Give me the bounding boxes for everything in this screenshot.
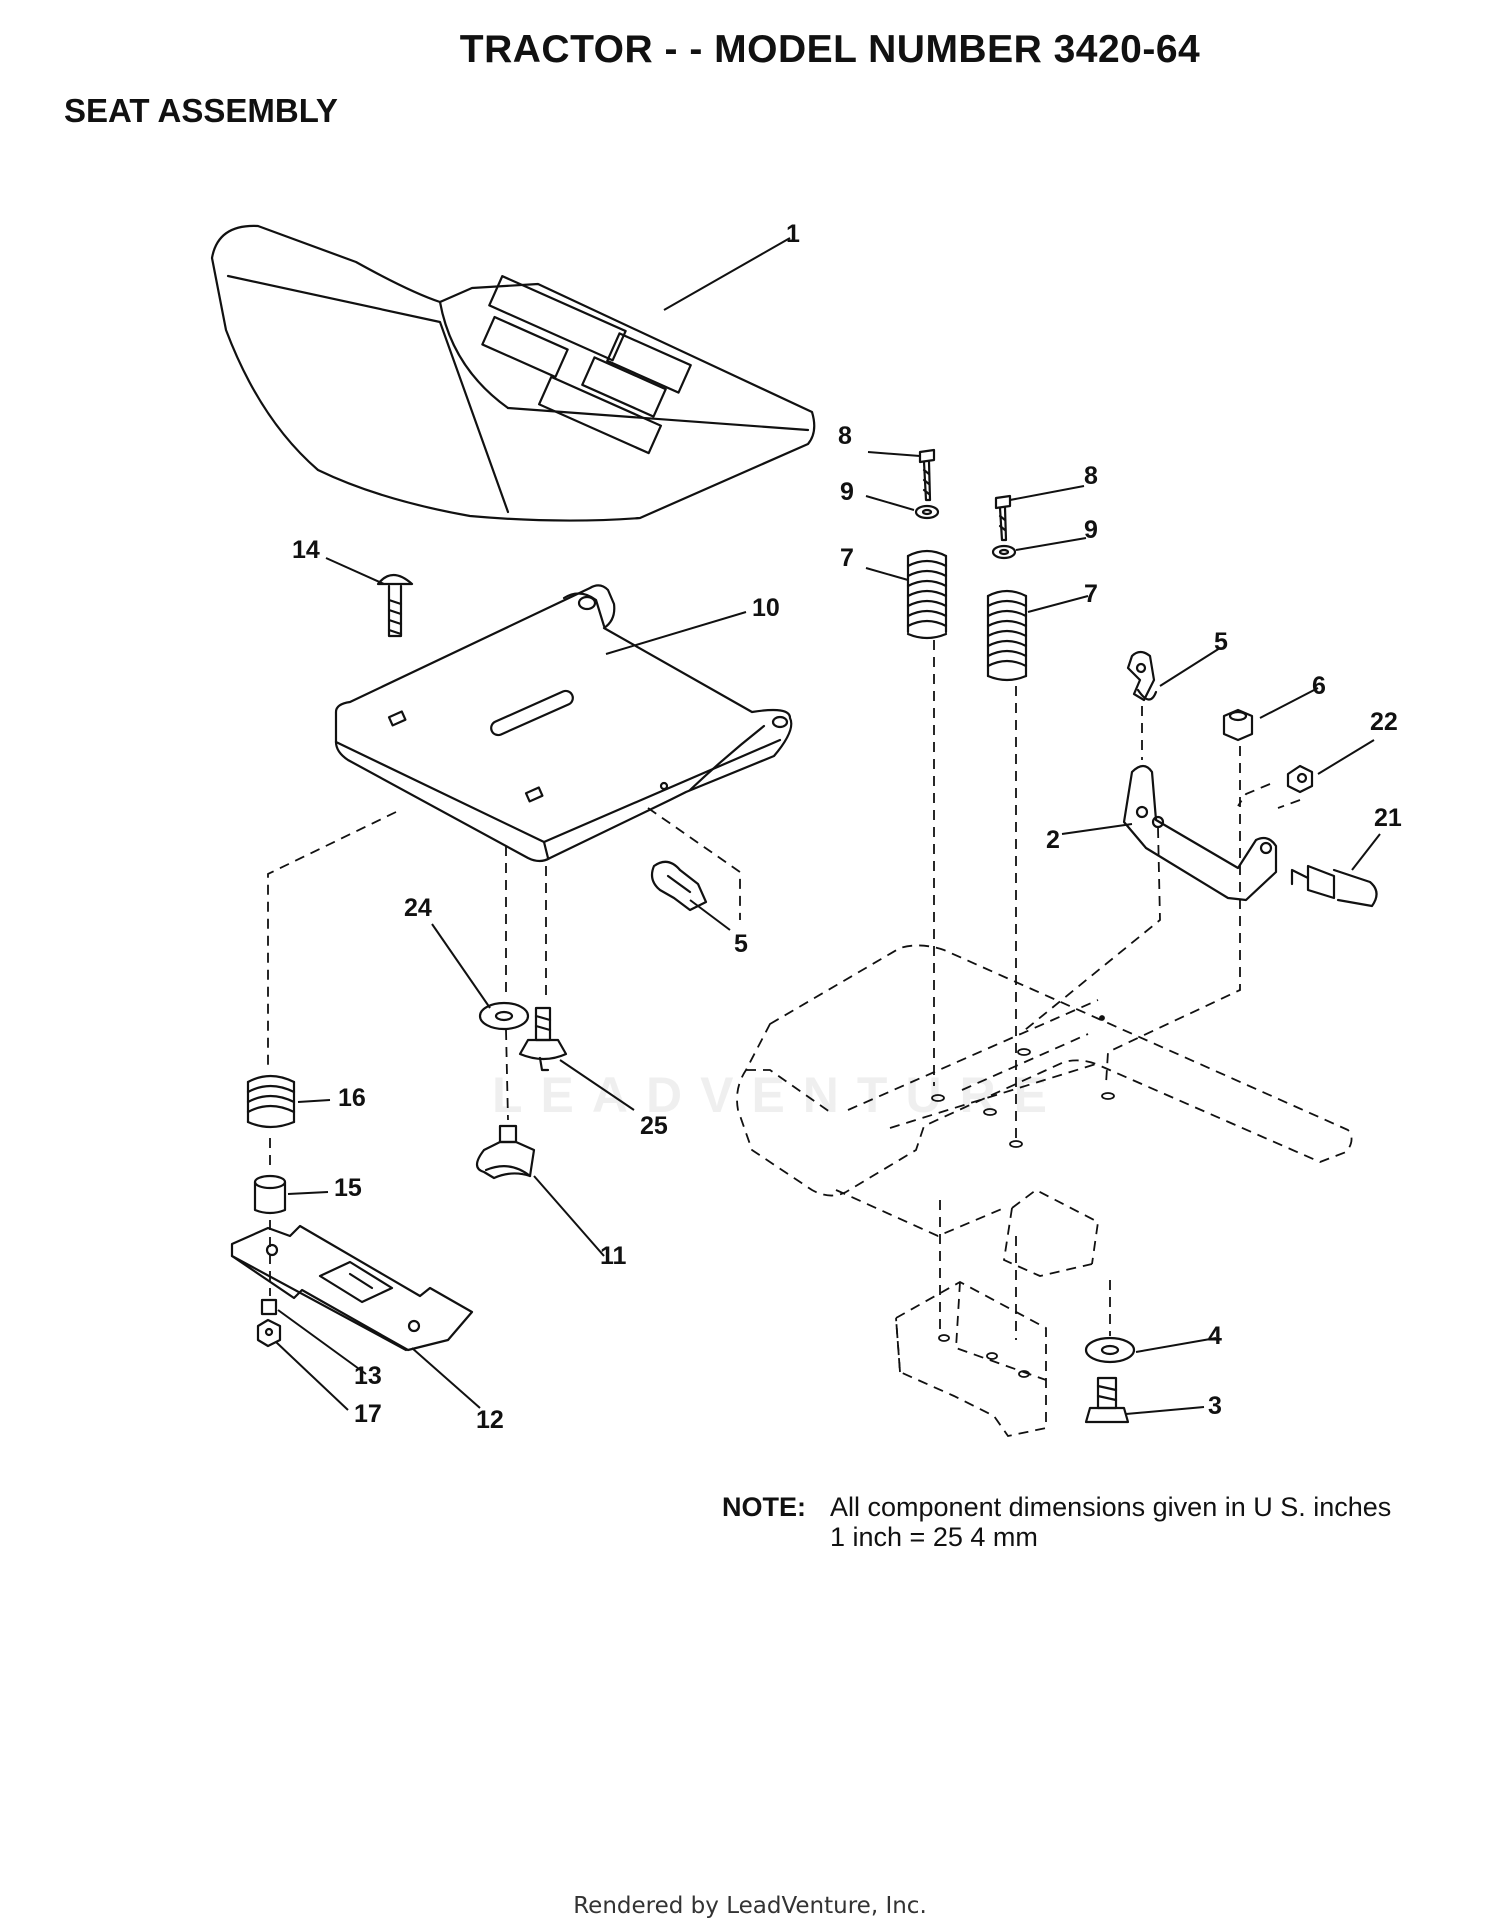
part-nut-6 bbox=[1222, 708, 1254, 742]
note-block: NOTE: All component dimensions given in … bbox=[722, 1492, 1391, 1552]
part-bracket bbox=[1122, 764, 1278, 902]
callout-25: 25 bbox=[640, 1112, 668, 1140]
callout-9-left: 9 bbox=[840, 478, 854, 506]
part-carriage-bolt bbox=[376, 573, 414, 638]
part-seat-pan bbox=[334, 584, 793, 863]
part-seat bbox=[210, 224, 816, 522]
diagram-title: TRACTOR - - MODEL NUMBER 3420-64 bbox=[459, 28, 1201, 71]
callout-8-left: 8 bbox=[838, 422, 852, 450]
callout-17: 17 bbox=[354, 1400, 382, 1428]
part-spring-16 bbox=[246, 1074, 296, 1129]
callout-4: 4 bbox=[1208, 1322, 1222, 1350]
callout-5-lower: 5 bbox=[734, 930, 748, 958]
callout-15: 15 bbox=[334, 1174, 362, 1202]
part-plate-12 bbox=[230, 1224, 474, 1352]
note-line-2: 1 inch = 25 4 mm bbox=[830, 1522, 1038, 1552]
part-spacer-13 bbox=[260, 1298, 278, 1316]
callout-14: 14 bbox=[292, 536, 320, 564]
callout-3: 3 bbox=[1208, 1392, 1222, 1420]
callout-9-right: 9 bbox=[1084, 516, 1098, 544]
part-spring-7-right bbox=[986, 589, 1028, 682]
callout-11: 11 bbox=[600, 1242, 627, 1270]
note-label: NOTE: bbox=[722, 1492, 806, 1522]
footer-credit: Rendered by LeadVenture, Inc. bbox=[573, 1893, 927, 1919]
callout-24: 24 bbox=[404, 894, 432, 922]
callout-16: 16 bbox=[338, 1084, 366, 1112]
part-washer-9-left bbox=[914, 504, 940, 520]
callout-2: 2 bbox=[1046, 826, 1060, 854]
part-spacer-15 bbox=[253, 1174, 287, 1215]
callout-13: 13 bbox=[354, 1362, 382, 1390]
part-spring-7-left bbox=[906, 549, 948, 640]
part-nut-17 bbox=[256, 1318, 282, 1348]
callout-21: 21 bbox=[1374, 804, 1402, 832]
part-washer-9-right bbox=[991, 544, 1017, 560]
part-clip-5-upper bbox=[1126, 650, 1158, 702]
callout-10: 10 bbox=[752, 594, 780, 622]
callout-6: 6 bbox=[1312, 672, 1326, 700]
callout-5-upper: 5 bbox=[1214, 628, 1228, 656]
callout-7-left: 7 bbox=[840, 544, 854, 572]
note-line-1: All component dimensions given in U S. i… bbox=[830, 1492, 1392, 1522]
part-washer-24 bbox=[478, 1001, 530, 1031]
callout-7-right: 7 bbox=[1084, 580, 1098, 608]
part-nut-22 bbox=[1286, 764, 1314, 794]
section-title: SEAT ASSEMBLY bbox=[64, 92, 338, 129]
part-clip-5-lower bbox=[650, 860, 708, 912]
part-bolt-8-left bbox=[918, 448, 936, 502]
part-shoulder-bolt bbox=[1290, 864, 1378, 908]
callout-8-right: 8 bbox=[1084, 462, 1098, 490]
part-bolt-3 bbox=[1084, 1376, 1130, 1424]
callout-1: 1 bbox=[786, 220, 800, 248]
callout-12: 12 bbox=[476, 1406, 504, 1434]
callout-leaders bbox=[275, 237, 1381, 1415]
phantom-frame bbox=[267, 640, 1353, 1438]
part-bolt-25 bbox=[518, 1006, 568, 1072]
part-knob-11 bbox=[475, 1124, 536, 1180]
callout-22: 22 bbox=[1370, 708, 1398, 736]
part-washer-4 bbox=[1084, 1336, 1136, 1364]
part-bolt-8-right bbox=[994, 494, 1012, 542]
